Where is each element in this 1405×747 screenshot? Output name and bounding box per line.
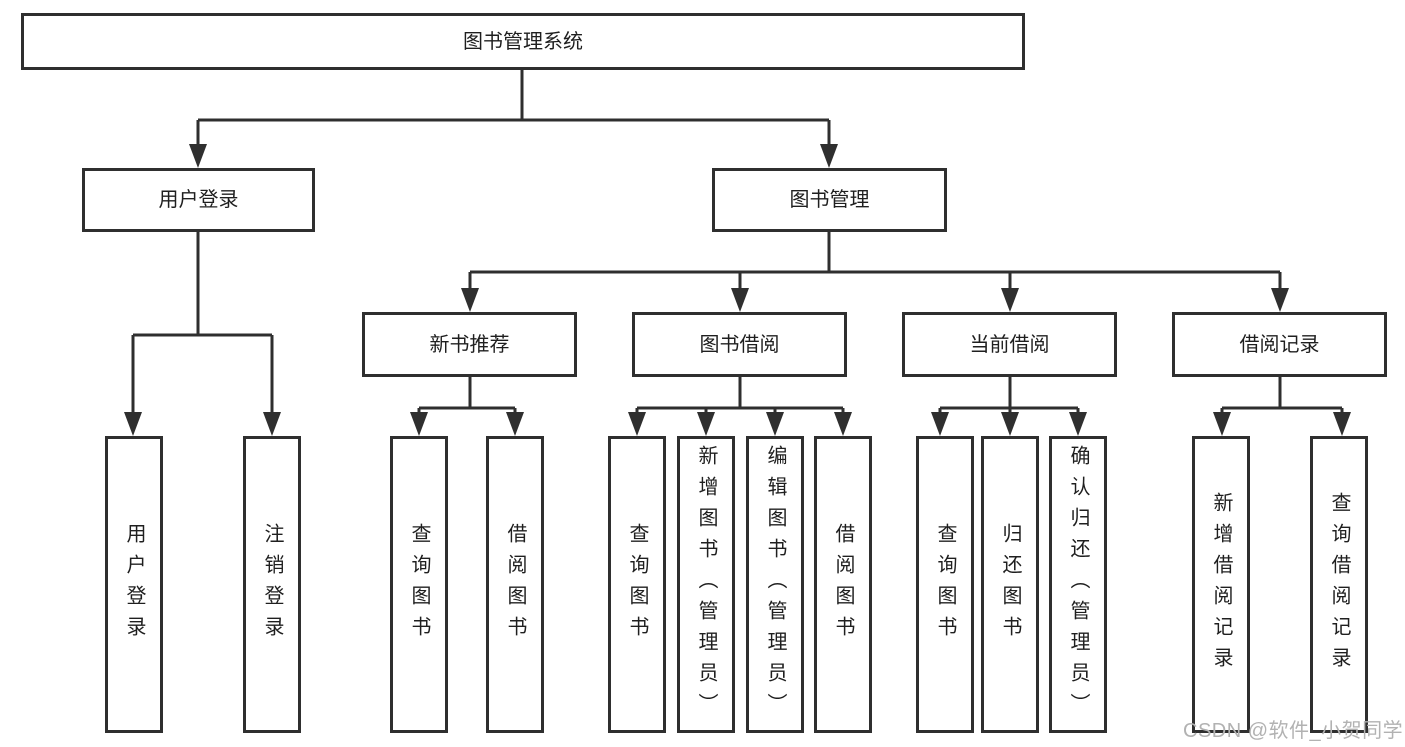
arrow-down-icon: [263, 412, 281, 436]
leaf-edit-book-admin: 编辑图书（管理员）: [746, 436, 804, 733]
arrow-down-icon: [1213, 412, 1231, 436]
arrow-down-icon: [1271, 288, 1289, 312]
arrow-down-icon: [697, 412, 715, 436]
node-user-login: 用户登录: [82, 168, 315, 232]
node-book-borrowing: 图书借阅: [632, 312, 847, 377]
leaf-query-books-current: 查询图书: [916, 436, 974, 733]
leaf-confirm-return-admin: 确认归还（管理员）: [1049, 436, 1107, 733]
arrow-down-icon: [931, 412, 949, 436]
node-library-management-system: 图书管理系统: [21, 13, 1025, 70]
arrow-down-icon: [1001, 412, 1019, 436]
arrow-down-icon: [1333, 412, 1351, 436]
arrow-down-icon: [820, 144, 838, 168]
leaf-borrow-books-recommend: 借阅图书: [486, 436, 544, 733]
csdn-watermark: CSDN @软件_小贺同学: [1183, 720, 1404, 742]
leaf-logout-login: 注销登录: [243, 436, 301, 733]
leaf-query-books-borrowing: 查询图书: [608, 436, 666, 733]
arrow-down-icon: [124, 412, 142, 436]
node-current-borrowing: 当前借阅: [902, 312, 1117, 377]
node-borrowing-records: 借阅记录: [1172, 312, 1387, 377]
arrow-down-icon: [731, 288, 749, 312]
leaf-return-books: 归还图书: [981, 436, 1039, 733]
node-book-management: 图书管理: [712, 168, 947, 232]
leaf-query-books-recommend: 查询图书: [390, 436, 448, 733]
leaf-add-borrowing-record: 新增借阅记录: [1192, 436, 1250, 733]
leaf-borrow-books-borrowing: 借阅图书: [814, 436, 872, 733]
arrow-down-icon: [834, 412, 852, 436]
arrow-down-icon: [628, 412, 646, 436]
arrow-down-icon: [766, 412, 784, 436]
arrow-down-icon: [189, 144, 207, 168]
node-new-book-recommendation: 新书推荐: [362, 312, 577, 377]
arrow-down-icon: [461, 288, 479, 312]
leaf-query-borrowing-record: 查询借阅记录: [1310, 436, 1368, 733]
leaf-user-login: 用户登录: [105, 436, 163, 733]
arrow-down-icon: [1001, 288, 1019, 312]
leaf-add-book-admin: 新增图书（管理员）: [677, 436, 735, 733]
arrow-down-icon: [410, 412, 428, 436]
arrow-down-icon: [1069, 412, 1087, 436]
arrow-down-icon: [506, 412, 524, 436]
